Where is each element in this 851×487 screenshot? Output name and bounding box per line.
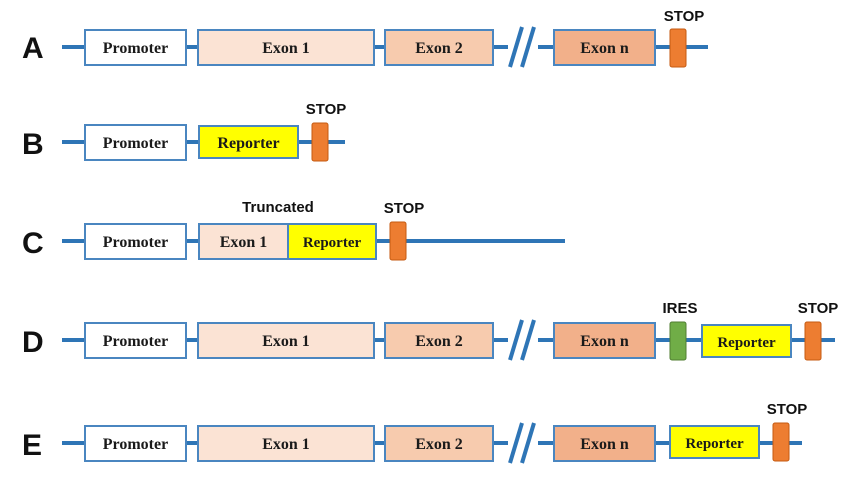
stop-codon: [389, 221, 407, 261]
row-letter-d: D: [22, 326, 44, 359]
promoter-box: [84, 124, 187, 161]
exonn-label: Exon n: [580, 40, 629, 57]
stop-label: STOP: [306, 101, 347, 118]
row-b: B Promoter Reporter STOP: [22, 101, 347, 162]
truncated-label: Truncated: [242, 199, 314, 216]
row-c: C Promoter Exon 1 Reporter Truncated STO…: [22, 199, 565, 261]
break-mark: [520, 319, 536, 361]
exon1-label: Exon 1: [262, 333, 310, 350]
row-letter-e: E: [22, 429, 42, 462]
row-a: A Promoter Exon 1 Exon 2 Exon n STOP: [22, 8, 708, 68]
promoter-label: Promoter: [103, 436, 168, 453]
reporter-box: [287, 223, 377, 260]
exon2-box: [384, 29, 494, 66]
break-mark: [508, 319, 524, 361]
ires-element: [669, 321, 687, 361]
exon1-box: [197, 29, 375, 66]
ires-label: IRES: [662, 300, 697, 317]
exon1-box: [197, 322, 375, 359]
row-d: D Promoter Exon 1 Exon 2 Exon n IRES Rep…: [22, 300, 839, 361]
exon2-box: [384, 425, 494, 462]
break-mark: [508, 26, 524, 68]
exon2-box: [384, 322, 494, 359]
exon2-label: Exon 2: [415, 436, 463, 453]
exonn-box: [553, 425, 656, 462]
reporter-label: Reporter: [303, 235, 362, 251]
exon2-label: Exon 2: [415, 40, 463, 57]
reporter-box: [669, 425, 760, 459]
reporter-label: Reporter: [217, 135, 279, 152]
stop-label: STOP: [767, 401, 808, 418]
exon1-label: Exon 1: [262, 436, 310, 453]
promoter-box: [84, 29, 187, 66]
promoter-label: Promoter: [103, 40, 168, 57]
stop-codon: [311, 122, 329, 162]
exon1-box: [197, 425, 375, 462]
row-letter-b: B: [22, 128, 44, 161]
stop-codon: [669, 28, 687, 68]
promoter-label: Promoter: [103, 333, 168, 350]
exon1-label: Exon 1: [262, 40, 310, 57]
break-mark: [508, 422, 524, 464]
exonn-label: Exon n: [580, 333, 629, 350]
row-letter-a: A: [22, 32, 44, 65]
promoter-box: [84, 223, 187, 260]
stop-label: STOP: [664, 8, 705, 25]
exonn-label: Exon n: [580, 436, 629, 453]
exon2-label: Exon 2: [415, 333, 463, 350]
exon1-truncated-box: [198, 223, 289, 260]
reporter-box: [701, 324, 792, 358]
promoter-label: Promoter: [103, 234, 168, 251]
exon1-label: Exon 1: [220, 234, 268, 251]
reporter-box: [198, 125, 299, 159]
exonn-box: [553, 29, 656, 66]
stop-label: STOP: [798, 300, 839, 317]
promoter-label: Promoter: [103, 135, 168, 152]
reporter-label: Reporter: [685, 436, 744, 452]
reporter-label: Reporter: [717, 335, 776, 351]
break-mark: [520, 26, 536, 68]
stop-codon: [772, 422, 790, 462]
promoter-box: [84, 425, 187, 462]
stop-codon: [804, 321, 822, 361]
row-letter-c: C: [22, 227, 44, 260]
promoter-box: [84, 322, 187, 359]
stop-label: STOP: [384, 200, 425, 217]
row-e: E Promoter Exon 1 Exon 2 Exon n Reporter…: [22, 401, 808, 464]
exonn-box: [553, 322, 656, 359]
break-mark: [520, 422, 536, 464]
